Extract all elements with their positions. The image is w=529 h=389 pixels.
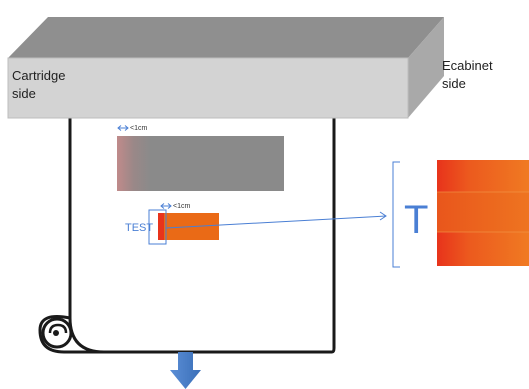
gap-label-bottom: <1cm [173,203,190,210]
zoom-connector [165,211,387,229]
ecabinet-side-label-line2: side [442,76,466,91]
zoomed-print-detail [437,160,529,266]
gap-marker-bottom [160,203,172,209]
cartridge-side-label: Cartridge [12,68,65,83]
paper-feed-arrow [170,352,201,389]
orange-block-edge [158,213,164,240]
printer-cabinet [7,17,444,119]
zoom-selection-box [148,209,167,245]
cartridge-side-label-line2: side [12,86,36,101]
zoom-t-letter: T [404,198,428,242]
gap-label-top: <1cm [130,125,147,132]
gap-marker-top [117,125,129,131]
ecabinet-side-label: Ecabinet [442,58,493,73]
zoom-bracket [392,161,400,268]
test-label: TEST [125,222,153,234]
paper-roll-curl [38,315,104,354]
gray-print-block [117,136,284,191]
